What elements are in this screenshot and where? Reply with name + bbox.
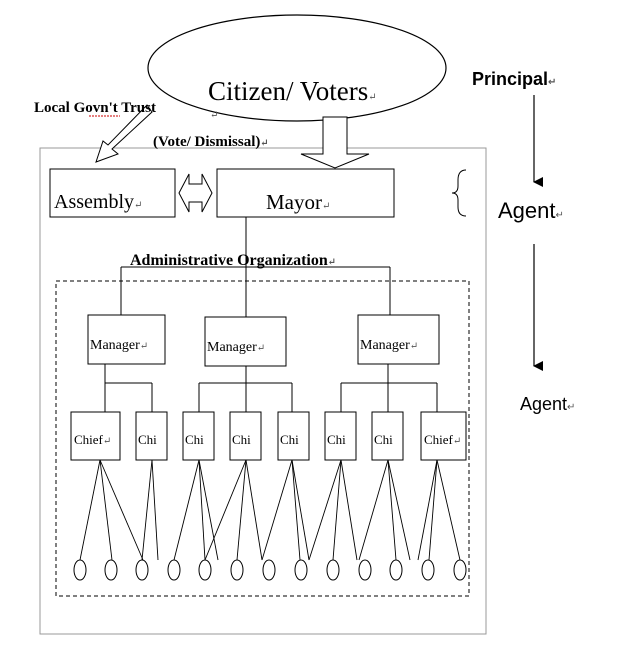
manager-chief-connectors	[104, 364, 438, 412]
chief-label-1: Chief↵	[74, 432, 111, 447]
staff-oval-13	[453, 559, 467, 581]
manager-box-2	[204, 316, 287, 367]
chief-box-8	[420, 411, 467, 461]
chief-box-5	[277, 411, 310, 461]
staff-oval-9	[326, 559, 340, 581]
chief-box-2	[135, 411, 168, 461]
staff-oval-7	[262, 559, 276, 581]
chief-boxes: Chief↵ Chi Chi Chi Chi Chi Chi Chief↵	[70, 411, 467, 461]
agent-label-1: Agent↵	[498, 198, 564, 223]
chief-label-7: Chi	[374, 432, 393, 447]
trust-hollow-arrow	[95, 104, 153, 163]
staff-oval-4	[167, 559, 181, 581]
staff-oval-1	[73, 559, 87, 581]
principal-label: Principal↵	[472, 69, 556, 89]
assembly-label: Assembly↵	[54, 191, 142, 213]
manager-label-2: Manager↵	[207, 340, 265, 355]
mayor-manager-connectors	[120, 217, 391, 317]
staff-oval-10	[358, 559, 372, 581]
manager-label-3: Manager↵	[360, 338, 418, 353]
local-government-frame	[39, 147, 487, 635]
mayor-label: Mayor↵	[266, 190, 330, 214]
chief-label-8: Chief↵	[424, 432, 461, 447]
manager-label-1: Manager↵	[90, 338, 148, 353]
chief-box-3	[182, 411, 215, 461]
agent-brace	[451, 169, 467, 217]
staff-fan-lines	[79, 459, 461, 561]
staff-oval-3	[135, 559, 149, 581]
manager-box-1	[87, 314, 166, 365]
staff-oval-8	[294, 559, 308, 581]
local-govnt-trust-label: Local Govn't Trust	[34, 100, 156, 116]
vote-hollow-arrow	[300, 116, 370, 169]
staff-ovals	[73, 559, 467, 581]
staff-oval-11	[389, 559, 403, 581]
chief-box-7	[371, 411, 404, 461]
agent-label-2: Agent↵	[520, 394, 575, 414]
vote-dismissal-label: (Vote/ Dismissal)↵	[153, 134, 269, 150]
mayor-box	[216, 168, 395, 218]
citizen-voters-ellipse	[147, 14, 447, 122]
staff-oval-6	[230, 559, 244, 581]
staff-oval-5	[198, 559, 212, 581]
admin-org-label: Administrative Organization↵	[130, 252, 336, 269]
trust-paragraph-mark: ↵	[210, 110, 218, 121]
chief-box-6	[324, 411, 357, 461]
chief-label-5: Chi	[280, 432, 299, 447]
assembly-mayor-double-arrow	[178, 173, 213, 213]
chief-label-4: Chi	[232, 432, 251, 447]
chief-label-2: Chi	[138, 432, 157, 447]
chief-box-1	[70, 411, 121, 461]
manager-boxes: Manager↵ Manager↵ Manager↵	[87, 314, 440, 367]
assembly-box	[49, 168, 176, 218]
staff-oval-12	[421, 559, 435, 581]
staff-oval-2	[104, 559, 118, 581]
manager-box-3	[357, 314, 440, 365]
administrative-organization-frame	[55, 280, 470, 597]
citizen-voters-label: Citizen/ Voters↵	[208, 76, 377, 106]
chief-box-4	[229, 411, 262, 461]
chief-label-3: Chi	[185, 432, 204, 447]
chief-label-6: Chi	[327, 432, 346, 447]
